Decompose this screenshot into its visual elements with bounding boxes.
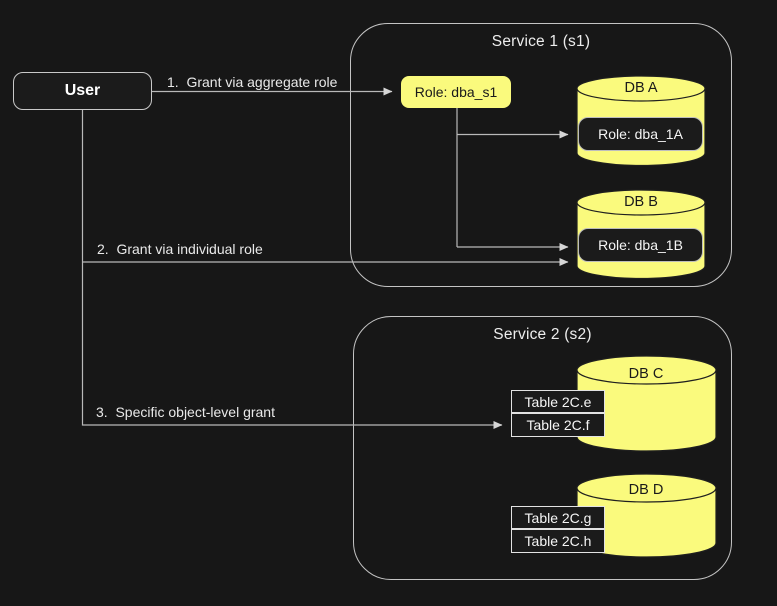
edge-3-label: 3. Specific object-level grant	[96, 404, 275, 420]
db-d-cylinder-top	[576, 473, 717, 503]
service2-container: Service 2 (s2)	[353, 316, 732, 580]
table-2ce-node: Table 2C.e	[511, 390, 605, 413]
db-b-role-node: Role: dba_1B	[578, 228, 703, 262]
db-a-cylinder-top	[576, 75, 706, 102]
table-2cg-node: Table 2C.g	[511, 506, 605, 529]
service2-title: Service 2 (s2)	[493, 326, 592, 343]
db-b-cylinder-top	[576, 189, 706, 216]
aggregate-role-node: Role: dba_s1	[401, 76, 511, 108]
db-a-label: DB A	[624, 80, 658, 96]
db-c-cylinder-body	[576, 370, 717, 452]
db-c-cylinder-top	[576, 355, 717, 385]
db-a-role-node: Role: dba_1A	[578, 117, 703, 151]
service1-container: Service 1 (s1)	[350, 23, 732, 287]
db-d-label: DB D	[628, 482, 664, 498]
table-2cf-node: Table 2C.f	[511, 413, 605, 437]
table-2ch-node: Table 2C.h	[511, 529, 605, 553]
service1-title: Service 1 (s1)	[491, 33, 591, 50]
edge-1-label: 1. Grant via aggregate role	[167, 74, 338, 90]
edge-3-line	[81, 110, 503, 429]
db-c-label: DB C	[628, 366, 664, 382]
db-b-label: DB B	[624, 194, 658, 210]
user-node: User	[13, 72, 152, 110]
edge-2-label: 2. Grant via individual role	[97, 241, 263, 257]
